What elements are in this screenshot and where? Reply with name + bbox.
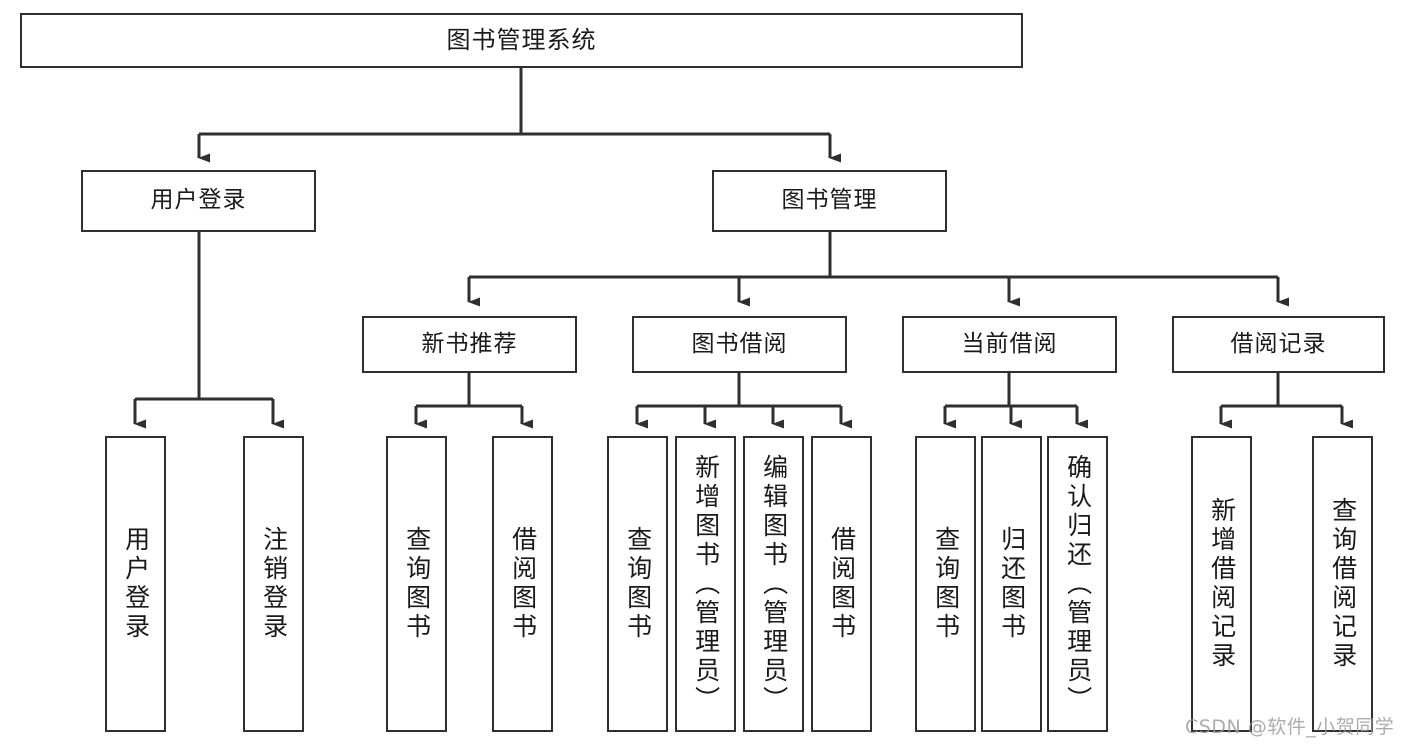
node-book-borrow[interactable]: 图书借阅: [632, 316, 847, 373]
node-current-borrow[interactable]: 当前借阅: [902, 316, 1117, 373]
leaf-query-book-1[interactable]: 查询图书: [386, 436, 447, 732]
leaf-edit-book[interactable]: 编辑图书（管理员）: [743, 436, 804, 732]
leaf-add-record-label: 新增借阅记录: [1207, 497, 1237, 671]
leaf-return-book[interactable]: 归还图书: [981, 436, 1042, 732]
leaf-edit-book-label: 编辑图书（管理员）: [759, 453, 789, 715]
node-book-management-label: 图书管理: [781, 187, 878, 214]
node-root-book-management-system[interactable]: 图书管理系统: [20, 13, 1023, 68]
leaf-query-book-2[interactable]: 查询图书: [607, 436, 668, 732]
leaf-user-logout[interactable]: 注销登录: [243, 436, 304, 732]
leaf-borrow-book-1-label: 借阅图书: [508, 526, 538, 642]
leaf-confirm-return-label: 确认归还（管理员）: [1063, 453, 1093, 715]
node-root-label: 图书管理系统: [446, 26, 597, 55]
node-book-management[interactable]: 图书管理: [712, 170, 947, 232]
leaf-return-book-label: 归还图书: [997, 526, 1027, 642]
leaf-user-login-label: 用户登录: [121, 526, 151, 642]
leaf-add-book-label: 新增图书（管理员）: [691, 453, 721, 715]
leaf-borrow-book-1[interactable]: 借阅图书: [492, 436, 553, 732]
node-user-login-label: 用户登录: [150, 187, 247, 214]
node-book-borrow-label: 图书借阅: [691, 330, 788, 357]
node-borrow-record-label: 借阅记录: [1230, 330, 1327, 357]
leaf-borrow-book-2[interactable]: 借阅图书: [811, 436, 872, 732]
leaf-query-book-3-label: 查询图书: [931, 526, 961, 642]
leaf-query-book-1-label: 查询图书: [402, 526, 432, 642]
leaf-query-record[interactable]: 查询借阅记录: [1312, 436, 1373, 732]
node-user-login[interactable]: 用户登录: [81, 170, 316, 232]
node-new-book-recommend-label: 新书推荐: [421, 330, 518, 357]
leaf-add-record[interactable]: 新增借阅记录: [1191, 436, 1252, 732]
leaf-borrow-book-2-label: 借阅图书: [827, 526, 857, 642]
leaf-user-logout-label: 注销登录: [259, 526, 289, 642]
node-borrow-record[interactable]: 借阅记录: [1172, 316, 1385, 373]
csdn-watermark: CSDN @软件_小贺同学: [1185, 716, 1395, 738]
node-new-book-recommend[interactable]: 新书推荐: [362, 316, 577, 373]
leaf-user-login[interactable]: 用户登录: [105, 436, 166, 732]
leaf-query-book-2-label: 查询图书: [623, 526, 653, 642]
leaf-query-book-3[interactable]: 查询图书: [915, 436, 976, 732]
leaf-confirm-return[interactable]: 确认归还（管理员）: [1047, 436, 1108, 732]
leaf-add-book[interactable]: 新增图书（管理员）: [675, 436, 736, 732]
leaf-query-record-label: 查询借阅记录: [1328, 497, 1358, 671]
node-current-borrow-label: 当前借阅: [961, 330, 1058, 357]
